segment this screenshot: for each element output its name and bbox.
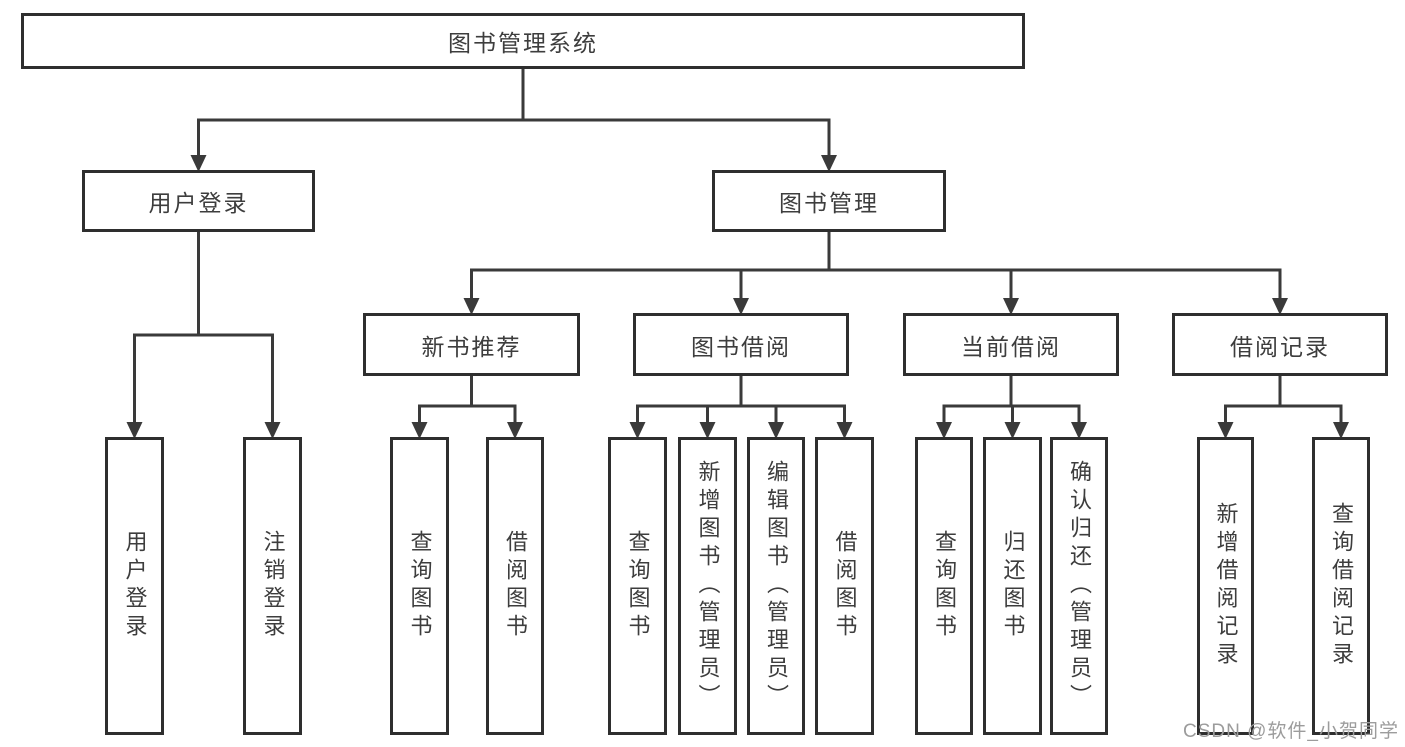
node-label-borrow-lend: 借阅图书 (832, 530, 858, 642)
node-newbook: 新书推荐 (363, 313, 580, 376)
node-current: 当前借阅 (903, 313, 1119, 376)
node-label-borrow-add: 新增图书（管理员） (695, 460, 721, 712)
node-label-root: 图书管理系统 (448, 30, 598, 56)
node-label-mgmt: 图书管理 (779, 190, 879, 216)
node-label-borrow-query: 查询图书 (625, 530, 651, 642)
node-current-confirm: 确认归还（管理员） (1050, 437, 1108, 735)
node-borrow-query: 查询图书 (608, 437, 667, 735)
node-newbook-borrow: 借阅图书 (486, 437, 544, 735)
node-label-records-query: 查询借阅记录 (1329, 502, 1354, 670)
node-current-query: 查询图书 (915, 437, 973, 735)
node-records: 借阅记录 (1172, 313, 1388, 376)
node-login-logout: 注销登录 (243, 437, 302, 735)
node-borrow: 图书借阅 (633, 313, 849, 376)
node-records-query: 查询借阅记录 (1312, 437, 1370, 735)
node-label-current-confirm: 确认归还（管理员） (1067, 460, 1092, 712)
csdn-watermark: CSDN @软件_小贺同学 (1183, 721, 1399, 742)
node-label-login-logout: 注销登录 (260, 530, 286, 642)
node-label-newbook-query: 查询图书 (407, 530, 433, 642)
node-borrow-edit: 编辑图书（管理员） (747, 437, 805, 735)
node-root: 图书管理系统 (21, 13, 1025, 69)
node-mgmt: 图书管理 (712, 170, 946, 232)
node-current-return: 归还图书 (983, 437, 1042, 735)
node-label-newbook-borrow: 借阅图书 (503, 530, 528, 642)
node-label-login: 用户登录 (148, 190, 249, 216)
node-newbook-query: 查询图书 (390, 437, 449, 735)
node-records-add: 新增借阅记录 (1197, 437, 1254, 735)
node-label-newbook: 新书推荐 (421, 333, 522, 360)
node-borrow-add: 新增图书（管理员） (678, 437, 737, 735)
node-label-current-return: 归还图书 (1000, 530, 1026, 642)
node-label-records: 借阅记录 (1230, 333, 1330, 360)
node-label-current: 当前借阅 (961, 333, 1061, 360)
node-login: 用户登录 (82, 170, 315, 232)
node-label-login-user: 用户登录 (122, 530, 148, 642)
node-label-current-query: 查询图书 (932, 530, 957, 642)
node-label-records-add: 新增借阅记录 (1213, 502, 1239, 670)
node-label-borrow: 图书借阅 (691, 333, 791, 360)
node-label-borrow-edit: 编辑图书（管理员） (764, 460, 789, 712)
node-borrow-lend: 借阅图书 (815, 437, 874, 735)
node-login-user: 用户登录 (105, 437, 164, 735)
